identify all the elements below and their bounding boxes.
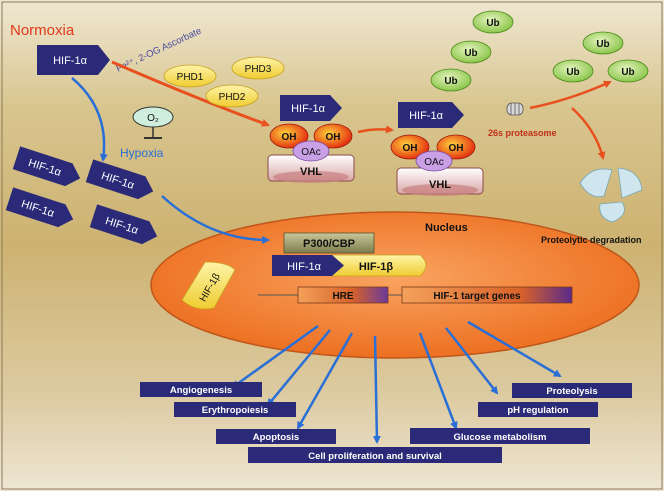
outcome-apoptosis: Apoptosis [216,429,336,444]
p300-cbp: P300/CBP [283,232,375,254]
vhl-complex-2: VHL OH OH OAc HIF-1α [390,102,484,196]
hydroxylation-arrow [111,60,270,127]
hif1a-label-nuc: HIF-1α [287,261,322,273]
ub-1: Ub [472,10,514,34]
phd2: PHD2 [205,84,259,108]
hif1a-cytoplasm-2: HIF-1α [85,159,154,200]
target-genes-element: HIF-1 target genes [401,286,573,304]
degradation-arrow [571,107,606,160]
ub-free-3: Ub [607,59,649,83]
hif1b-cytoplasm: HIF-1β [181,261,236,310]
target-genes-label: HIF-1 target genes [433,291,521,302]
svg-text:Cell proliferation and surviva: Cell proliferation and survival [308,451,442,462]
svg-text:pH regulation: pH regulation [507,405,568,416]
outcome-ph-regulation: pH regulation [478,402,598,417]
ub-3: Ub [430,68,472,92]
svg-text:Glucose metabolism: Glucose metabolism [454,432,547,443]
nucleus [150,211,640,359]
svg-text:PHD1: PHD1 [177,72,204,83]
hre-label: HRE [332,291,353,302]
hif1a-cytoplasm-4: HIF-1α [89,204,158,245]
outcome-glucose-metabolism: Glucose metabolism [410,428,590,444]
svg-text:Ub: Ub [621,67,634,78]
stabilization-arrow [71,77,108,162]
svg-text:Ub: Ub [486,18,499,29]
hif1b-nuclear: HIF-1β [329,254,427,277]
oh-label-2b: OH [449,143,464,154]
svg-text:Ub: Ub [566,67,579,78]
degradation-label: Proteolytic degradation [541,235,642,245]
ubiquitination-arrow [357,125,394,134]
hif1a-nuclear: HIF-1α [272,255,344,276]
outcome-angiogenesis: Angiogenesis [140,382,262,397]
svg-text:PHD3: PHD3 [245,64,272,75]
outcome-cell-proliferation: Cell proliferation and survival [248,447,502,463]
svg-text:Angiogenesis: Angiogenesis [170,385,232,396]
proteasome-icon [506,102,524,116]
svg-text:Ub: Ub [464,48,477,59]
hif1a-label: HIF-1α [53,55,88,67]
ub-release-arrow [529,80,612,110]
hif1a-label-complex-1: HIF-1α [291,103,326,115]
oac-label-1: OAc [301,147,320,158]
degraded-fragments-icon [579,167,643,223]
proteasome-label: 26s proteasome [488,128,557,138]
oh-label-1b: OH [326,132,341,143]
svg-text:Ub: Ub [444,76,457,87]
ub-2: Ub [450,40,492,64]
phd1: PHD1 [163,64,217,88]
outcome-arrows [231,320,562,444]
vhl-label-1: VHL [300,166,322,178]
hif1a-label-complex-2: HIF-1α [409,110,444,122]
oh-label-1a: OH [282,132,297,143]
ub-free-2: Ub [552,59,594,83]
phd3: PHD3 [231,56,285,80]
nucleus-label: Nucleus [425,222,468,234]
svg-text:Ub: Ub [596,39,609,50]
normoxia-label: Normoxia [10,22,75,39]
svg-text:Proteolysis: Proteolysis [546,386,597,397]
hif1a-cytoplasm-1: HIF-1α [12,146,81,187]
hif1a-normoxia: HIF-1α [37,45,110,75]
hre-element: HRE [297,286,389,304]
svg-text:Apoptosis: Apoptosis [253,432,299,443]
vhl-label-2: VHL [429,179,451,191]
p300-label: P300/CBP [303,238,355,250]
svg-text:O₂: O₂ [147,113,159,124]
svg-text:PHD2: PHD2 [219,92,246,103]
outcome-erythropoiesis: Erythropoiesis [174,402,296,417]
svg-text:Erythropoiesis: Erythropoiesis [202,405,269,416]
hypoxia-label: Hypoxia [120,146,164,160]
ub-free-1: Ub [582,31,624,55]
oh-label-2a: OH [403,143,418,154]
oac-label-2: OAc [424,157,443,168]
nuclear-translocation-arrow [161,195,270,244]
o2-molecule: O₂ [132,106,174,128]
vhl-complex-1: VHL OH OH OAc HIF-1α [267,95,355,183]
hif1b-label-nuc: HIF-1β [359,261,394,273]
outcome-proteolysis: Proteolysis [512,383,632,398]
hif1a-cytoplasm-3: HIF-1α [5,187,74,228]
